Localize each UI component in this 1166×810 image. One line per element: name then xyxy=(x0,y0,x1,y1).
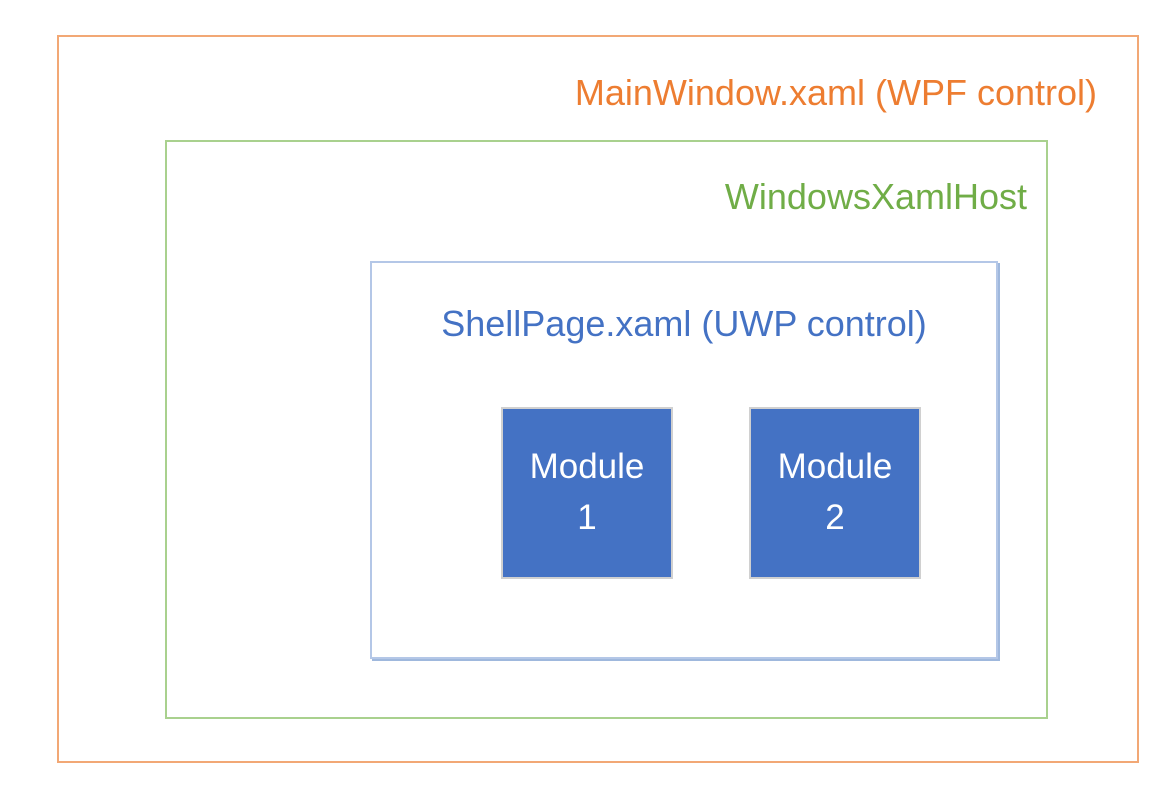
module-1-number: 1 xyxy=(577,498,597,537)
wpf-window-box: MainWindow.xaml (WPF control) WindowsXam… xyxy=(57,35,1139,763)
module-1-box: Module 1 xyxy=(501,407,673,579)
xaml-host-box: WindowsXamlHost ShellPage.xaml (UWP cont… xyxy=(165,140,1048,719)
shell-page-label: ShellPage.xaml (UWP control) xyxy=(441,303,927,344)
wpf-window-label: MainWindow.xaml (WPF control) xyxy=(574,72,1097,113)
shell-page-box: ShellPage.xaml (UWP control) Module 1 Mo… xyxy=(370,261,998,659)
xaml-host-label: WindowsXamlHost xyxy=(724,176,1027,217)
module-2-name: Module xyxy=(777,447,893,487)
module-2-number: 2 xyxy=(825,498,845,537)
module-1-name: Module xyxy=(529,447,645,487)
module-2-box: Module 2 xyxy=(749,407,921,579)
